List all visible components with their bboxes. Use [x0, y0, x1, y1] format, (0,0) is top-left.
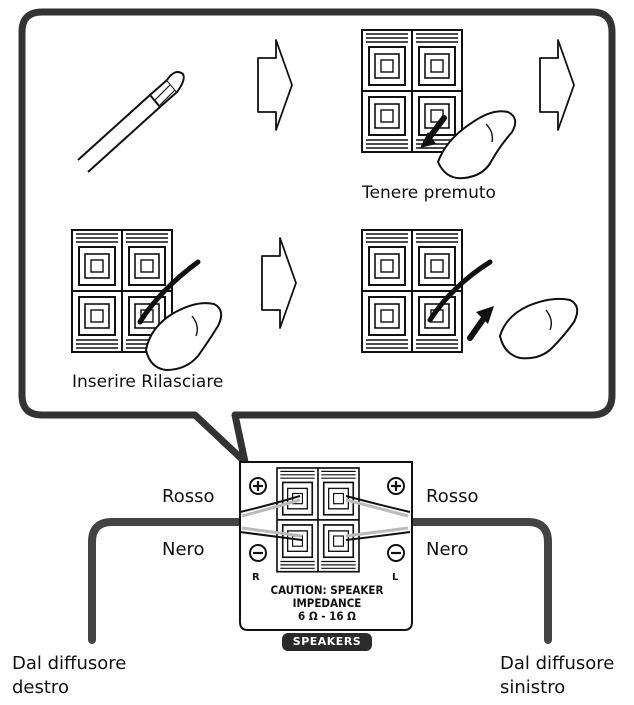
right-source-line1: Dal diffusore — [500, 653, 615, 674]
release-wire-finger-icon — [427, 259, 579, 360]
speakers-badge: SPEAKERS — [282, 633, 372, 651]
left-source-line2: destro — [12, 677, 69, 698]
terminal-block-step2 — [361, 29, 463, 153]
insert-wire-finger-icon — [137, 259, 223, 372]
step3-caption: Inserire Rilasciare — [72, 372, 224, 392]
step2-caption: Tenere premuto — [362, 183, 496, 203]
right-black-label: Nero — [426, 539, 469, 560]
speaker-cables — [88, 518, 552, 644]
terminal-block-step4 — [361, 229, 463, 353]
left-source-line1: Dal diffusore — [12, 653, 127, 674]
caution-line2: IMPEDANCE — [292, 596, 362, 610]
caution-line1: CAUTION: SPEAKER — [270, 583, 384, 597]
right-red-label: Rosso — [426, 486, 479, 507]
caution-text: CAUTION: SPEAKER IMPEDANCE 6 Ω - 16 Ω — [262, 584, 392, 623]
left-source-label: Dal diffusore destro — [12, 652, 126, 700]
stripped-wire-icon — [77, 71, 185, 173]
left-red-label: Rosso — [162, 486, 215, 507]
left-channel-mark: L — [392, 572, 399, 583]
caution-line3: 6 Ω - 16 Ω — [298, 609, 356, 623]
right-channel-mark: R — [252, 572, 260, 583]
right-source-line2: sinistro — [500, 677, 566, 698]
finger-press-icon — [420, 110, 517, 180]
left-black-label: Nero — [162, 539, 205, 560]
cable-leads-inner — [241, 498, 409, 538]
cable-leads — [239, 495, 411, 541]
right-source-label: Dal diffusore sinistro — [500, 652, 614, 700]
